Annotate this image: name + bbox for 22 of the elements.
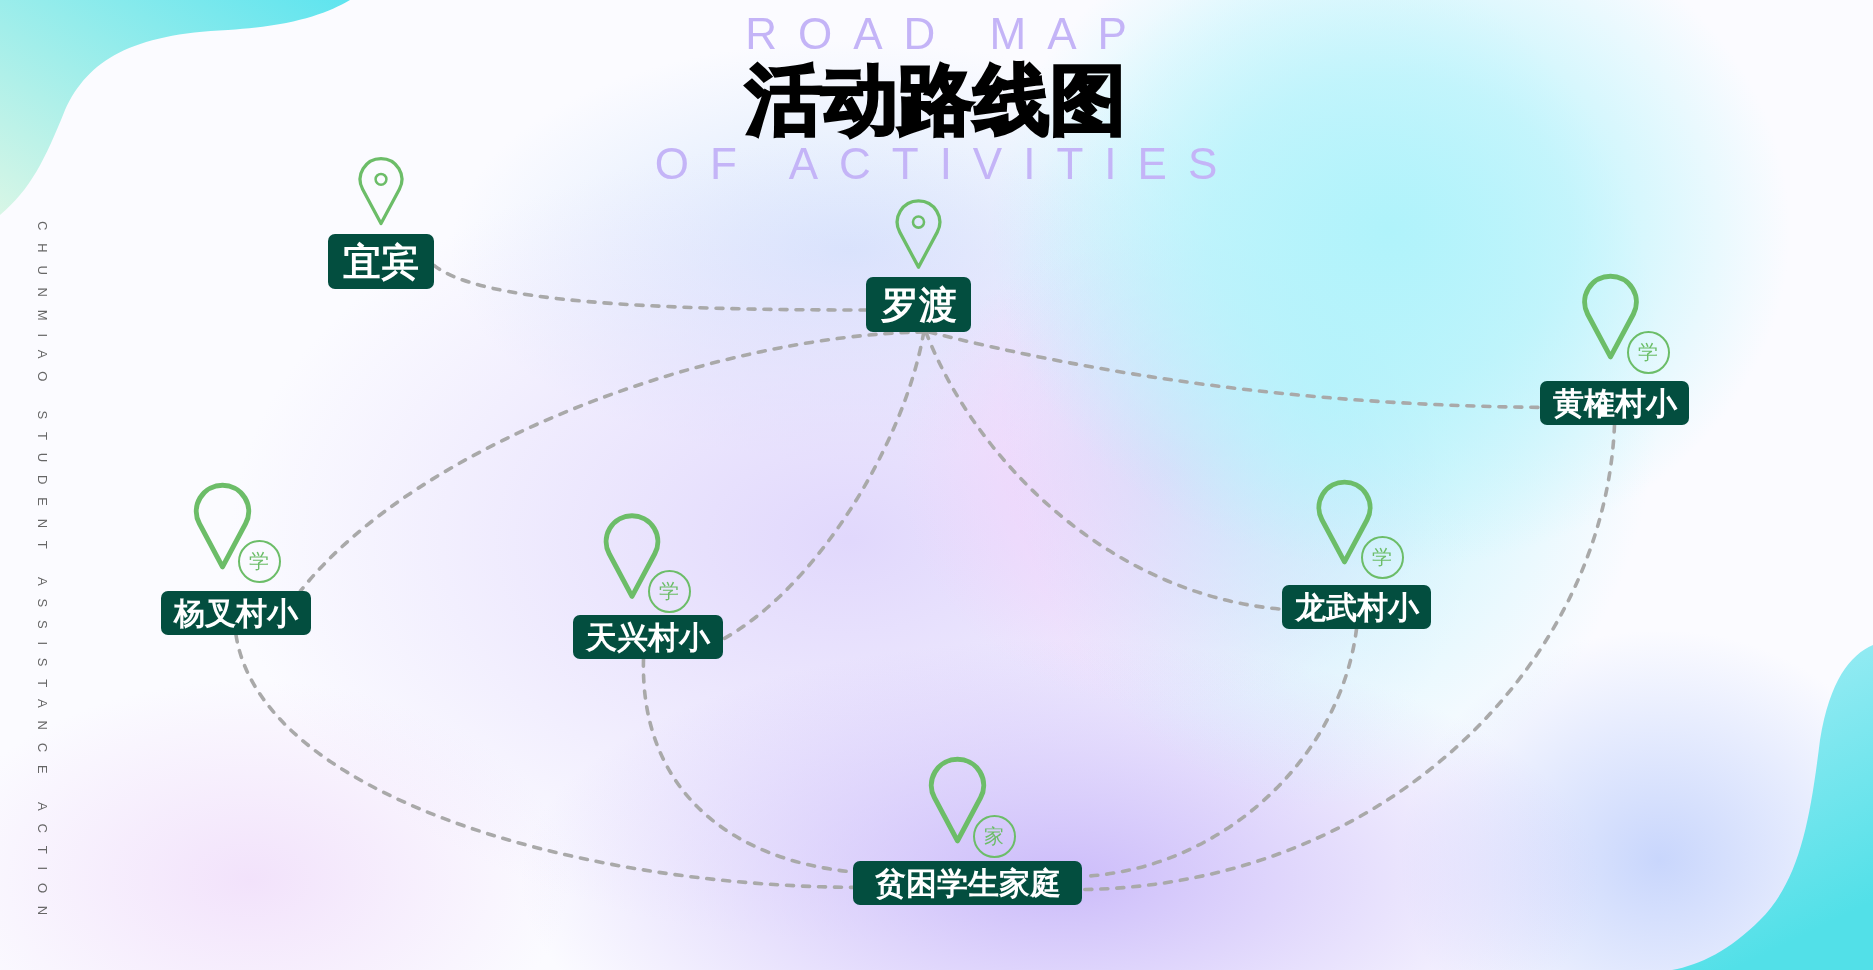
route-line	[927, 330, 1542, 410]
place-label: 黄榷村小	[1540, 381, 1689, 425]
place-label: 宜宾	[328, 234, 434, 289]
place-label: 天兴村小	[573, 615, 723, 659]
pin-badge: 学	[1626, 330, 1670, 374]
pin-badge: 学	[237, 539, 281, 583]
route-line	[1080, 423, 1617, 892]
background-heading: OF ACTIVITIES	[653, 142, 1239, 186]
title: 活动路线图	[746, 62, 1126, 138]
route-line	[432, 263, 868, 312]
route-line	[924, 330, 1284, 611]
pin-badge: 学	[1360, 535, 1404, 579]
route-line	[234, 633, 855, 890]
place-label: 罗渡	[866, 277, 971, 332]
place-label: 龙武村小	[1282, 585, 1431, 629]
background-heading: ROAD MAP	[744, 12, 1148, 56]
vertical-tagline: CHUNMIAO STUDENT ASSISTANCE ACTION	[35, 221, 50, 929]
pin-badge: 学	[647, 569, 691, 613]
route-line	[721, 330, 926, 641]
pin-badge: 家	[972, 814, 1016, 858]
place-label: 贫困学生家庭	[853, 861, 1082, 905]
place-label: 杨叉村小	[161, 591, 311, 635]
